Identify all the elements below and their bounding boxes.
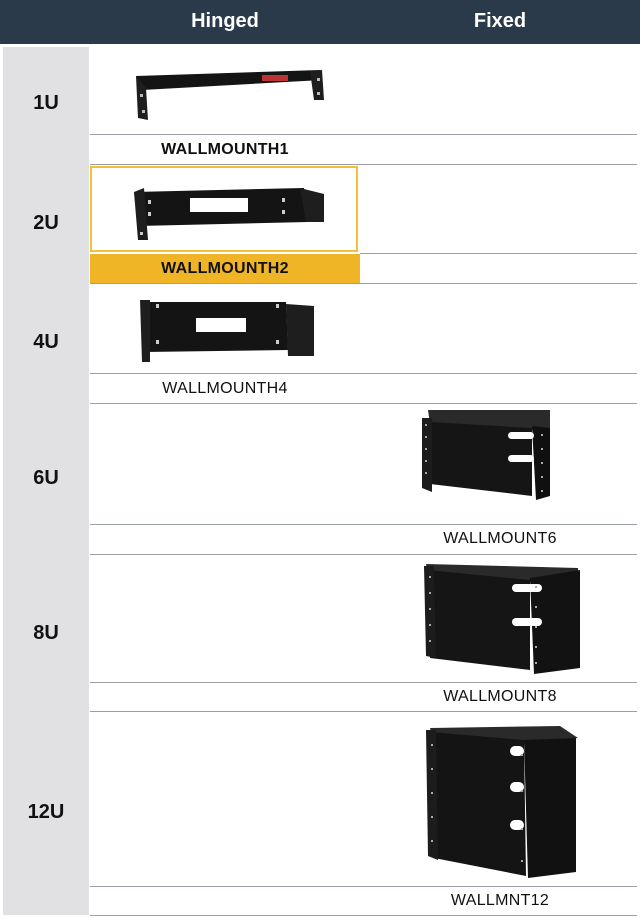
row-divider [90,524,637,525]
hinged-column-header: Hinged [191,10,259,32]
wallmount8-image[interactable] [422,562,582,678]
wallmounth2-image[interactable] [128,182,326,242]
wallmount6-image[interactable] [420,408,552,502]
row-divider [90,373,637,374]
row-label-12u: 12U [27,801,65,823]
size-column [3,47,89,915]
row-divider [360,253,637,254]
product-name-wallmounth4[interactable]: WALLMOUNTH4 [162,380,288,397]
row-divider [90,283,637,284]
row-label-4u: 4U [33,331,59,353]
wallmounth4-image[interactable] [136,296,318,364]
product-name-wallmounth2[interactable]: WALLMOUNTH2 [161,260,289,277]
row-label-2u: 2U [33,212,59,234]
wallmnt12-image[interactable] [424,724,580,880]
row-divider [90,886,637,887]
row-divider [90,403,637,404]
highlighted-label-bar [90,254,360,283]
row-divider [90,915,637,916]
row-label-8u: 8U [33,622,59,644]
row-divider [90,711,637,712]
product-name-wallmounth1[interactable]: WALLMOUNTH1 [161,141,289,158]
product-name-wallmount6[interactable]: WALLMOUNT6 [443,530,557,547]
row-divider [90,682,637,683]
fixed-column-header: Fixed [473,10,527,32]
wallmounth1-image[interactable] [130,66,326,124]
row-label-1u: 1U [33,92,59,114]
highlighted-cell-border [90,166,358,252]
row-divider [90,164,637,165]
table-header: Hinged Fixed [0,0,640,44]
product-name-wallmount8[interactable]: WALLMOUNT8 [443,688,557,705]
product-name-wallmnt12[interactable]: WALLMNT12 [450,892,550,909]
row-divider [90,134,637,135]
row-label-6u: 6U [33,467,59,489]
row-divider [90,554,637,555]
